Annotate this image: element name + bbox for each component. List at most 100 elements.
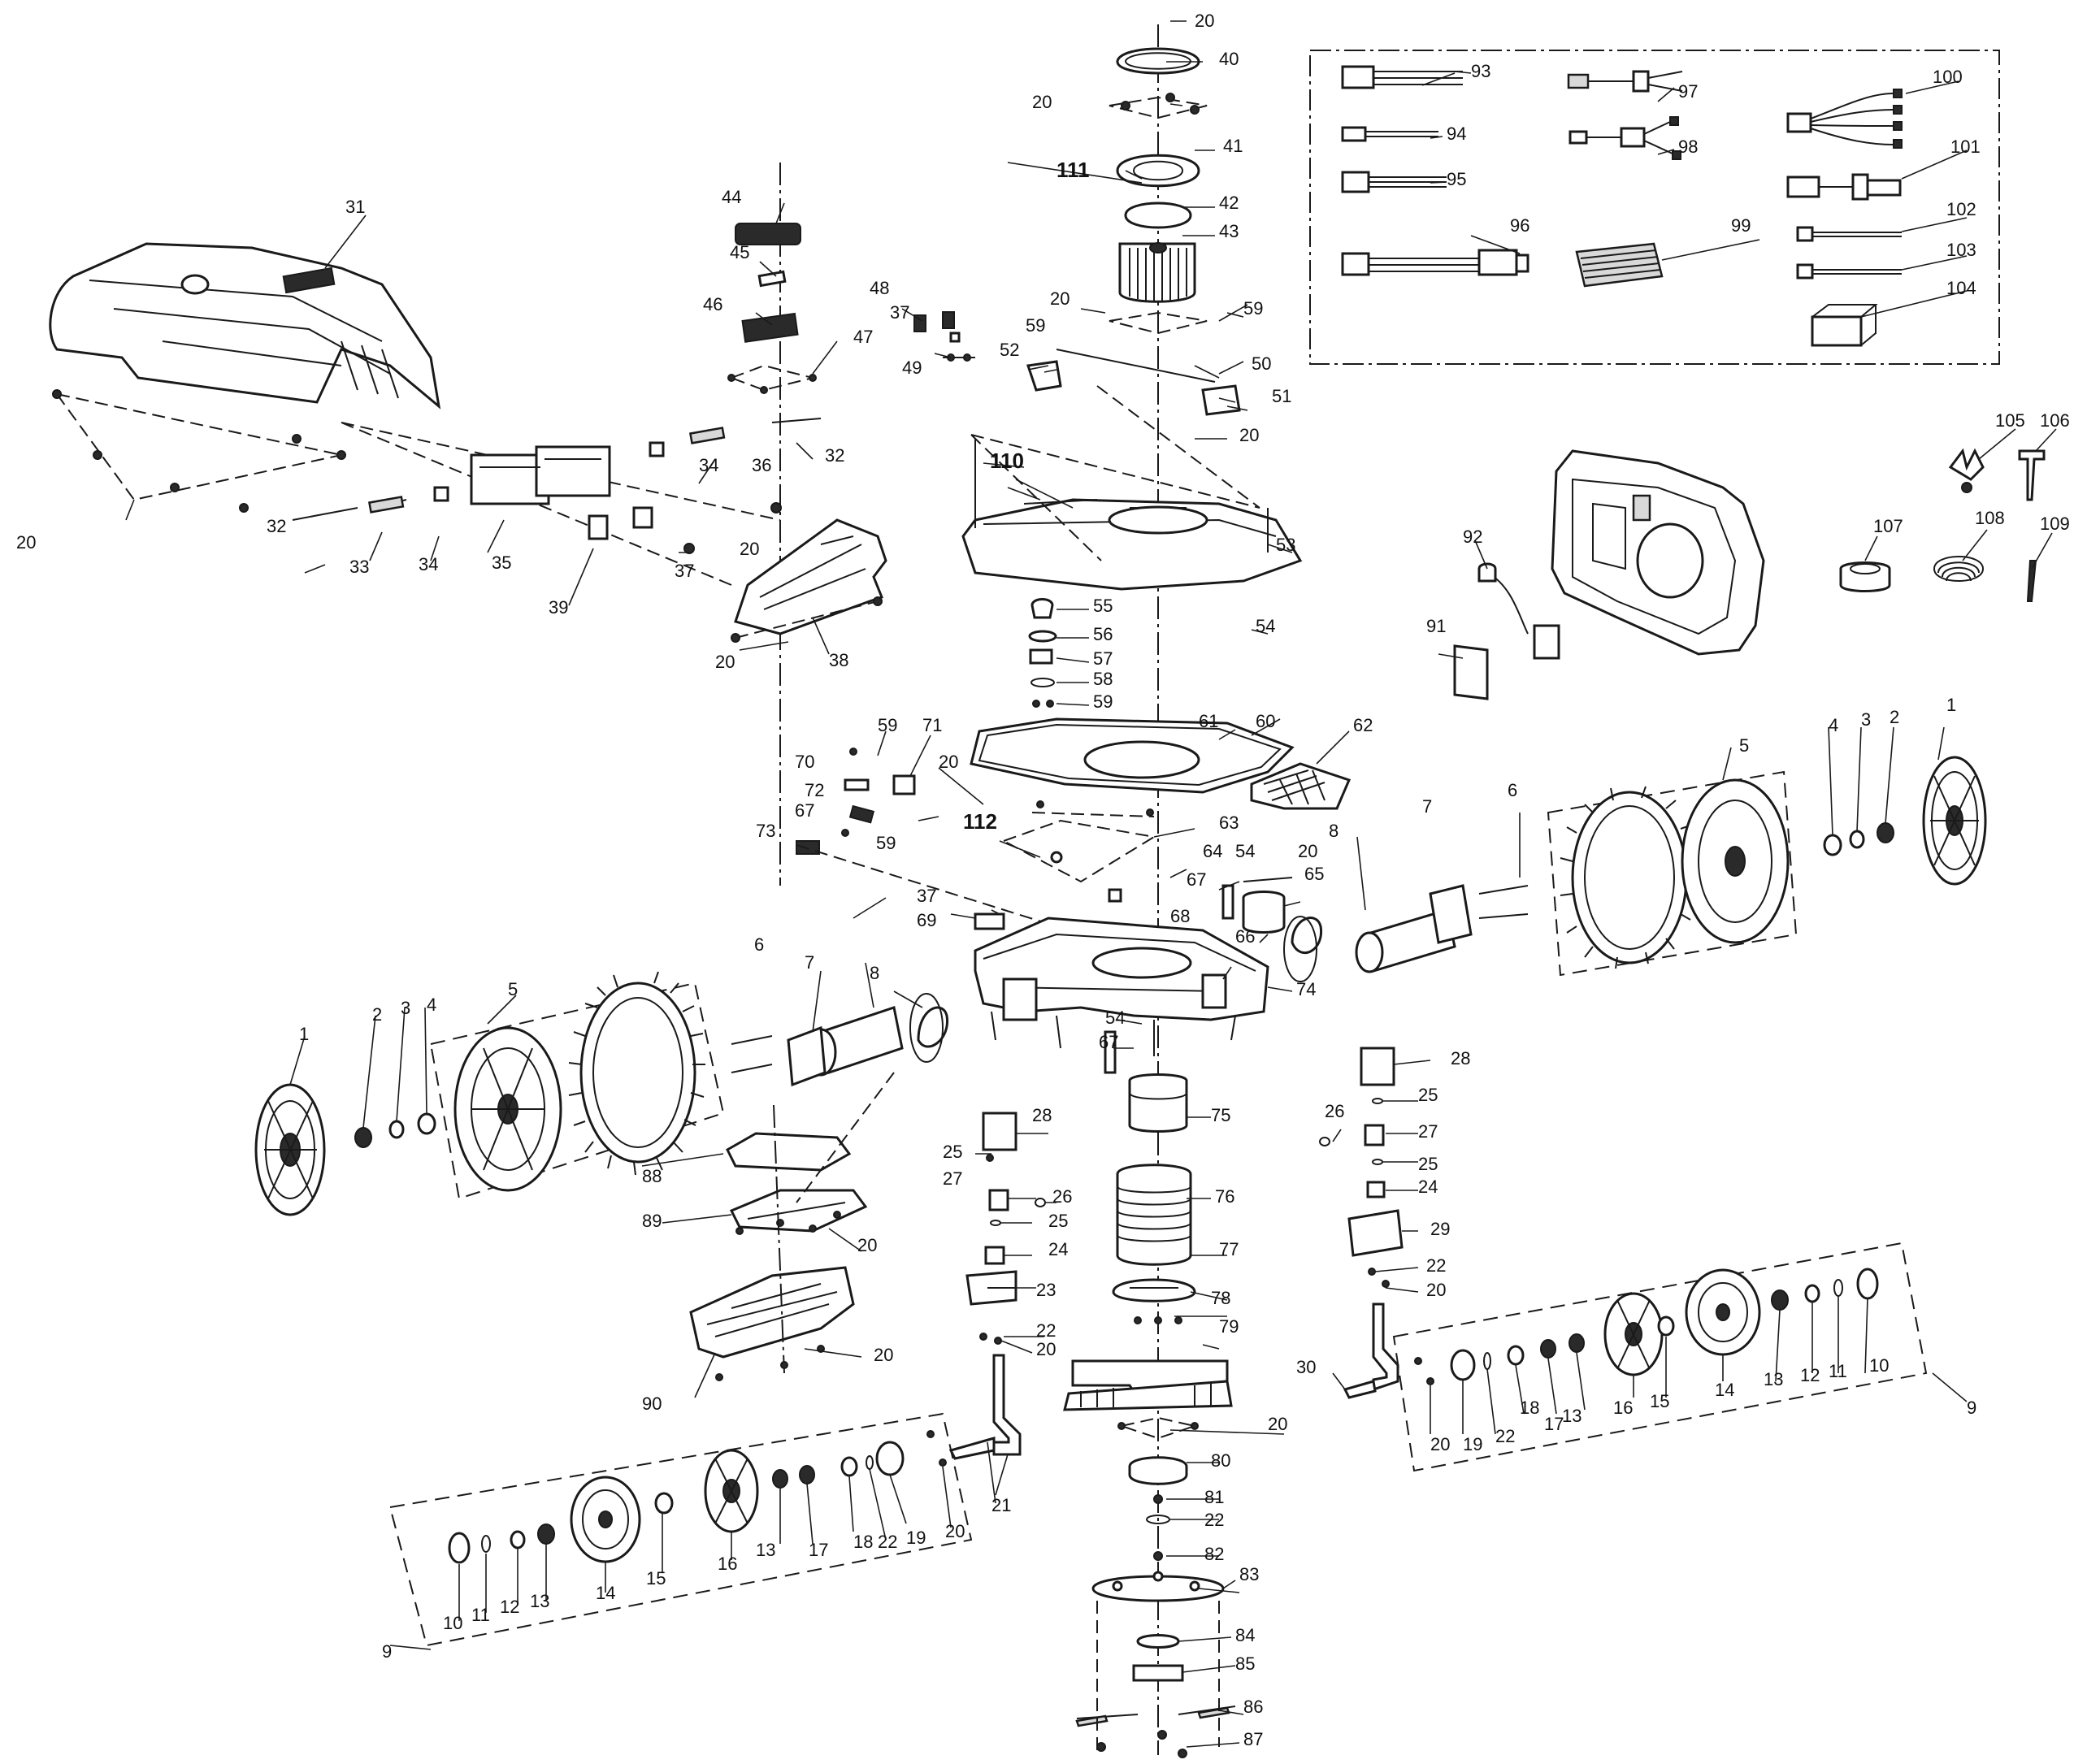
callout-103: 103 — [1946, 240, 1976, 260]
callout-2: 2 — [1890, 707, 1899, 727]
rear-roller-right — [1392, 1242, 1928, 1472]
callout-98: 98 — [1678, 137, 1698, 157]
wheel-right — [1547, 756, 1987, 977]
callout-93: 93 — [1471, 61, 1490, 81]
sensor-cable-98 — [1568, 116, 1681, 160]
callout-15: 15 — [1650, 1391, 1669, 1411]
callout-33: 33 — [349, 557, 369, 577]
callout-80: 80 — [1211, 1450, 1230, 1471]
callout-13: 13 — [756, 1540, 775, 1560]
callout-57: 57 — [1093, 648, 1113, 669]
callout-18: 18 — [1520, 1398, 1539, 1418]
cable-102 — [1796, 226, 1902, 242]
callout-67: 67 — [795, 800, 814, 821]
callout-5: 5 — [1739, 735, 1749, 756]
callout-1: 1 — [299, 1024, 309, 1044]
callout-14: 14 — [596, 1583, 615, 1603]
callout-34: 34 — [699, 455, 718, 475]
callout-111: 111 — [1057, 158, 1090, 182]
callout-43: 43 — [1219, 221, 1239, 241]
callout-20: 20 — [857, 1235, 877, 1255]
callout-54: 54 — [1256, 616, 1275, 636]
mid-washer-stack — [1028, 598, 1057, 708]
callout-37: 37 — [890, 302, 909, 323]
callout-86: 86 — [1243, 1697, 1263, 1717]
callout-37: 37 — [675, 561, 694, 581]
callout-69: 69 — [917, 910, 936, 930]
callout-10: 10 — [1869, 1355, 1889, 1376]
callout-25: 25 — [1418, 1085, 1438, 1105]
callout-95: 95 — [1447, 169, 1466, 189]
callout-67: 67 — [1099, 1032, 1118, 1052]
callout-104: 104 — [1946, 278, 1976, 298]
callout-15: 15 — [646, 1568, 666, 1588]
callout-105: 105 — [1995, 410, 2025, 431]
top-cover-31 — [49, 242, 441, 410]
callout-5: 5 — [508, 979, 518, 999]
callout-9: 9 — [382, 1641, 392, 1662]
callout-26: 26 — [1052, 1186, 1072, 1207]
electronics-housing — [1453, 449, 1765, 700]
drive-motor-left — [731, 1006, 949, 1087]
callout-20: 20 — [740, 539, 759, 559]
callout-19: 19 — [906, 1528, 926, 1548]
callout-25: 25 — [1418, 1154, 1438, 1174]
callout-49: 49 — [902, 358, 922, 378]
callout-20: 20 — [1268, 1414, 1287, 1434]
callout-34: 34 — [419, 554, 438, 574]
callout-20: 20 — [1430, 1434, 1450, 1454]
callout-46: 46 — [703, 294, 722, 314]
callout-47: 47 — [853, 327, 873, 347]
center-axis — [779, 24, 1159, 1755]
callout-54: 54 — [1105, 1008, 1125, 1028]
callout-79: 79 — [1219, 1316, 1239, 1337]
callout-20: 20 — [1195, 11, 1214, 31]
callout-35: 35 — [492, 553, 511, 573]
callout-27: 27 — [943, 1168, 962, 1189]
grid-panel-62 — [1250, 762, 1352, 810]
brackets-70-73 — [796, 748, 1057, 927]
callout-61: 61 — [1199, 711, 1218, 731]
callout-107: 107 — [1873, 516, 1903, 536]
callout-3: 3 — [401, 998, 410, 1018]
rear-roller-left — [388, 1412, 973, 1647]
callout-55: 55 — [1093, 596, 1113, 616]
hardware-105-109 — [1839, 448, 2046, 602]
callout-13: 13 — [1764, 1369, 1783, 1389]
callout-22: 22 — [1426, 1255, 1446, 1276]
control-assembly — [292, 418, 822, 586]
callout-20: 20 — [945, 1521, 965, 1541]
switch-48-49 — [913, 311, 975, 362]
callout-88: 88 — [642, 1166, 662, 1186]
callout-99: 99 — [1731, 215, 1751, 236]
callout-59: 59 — [1243, 298, 1263, 319]
callout-85: 85 — [1235, 1653, 1255, 1674]
callout-8: 8 — [1329, 821, 1339, 841]
blade-motor-stack — [1063, 1073, 1236, 1758]
callout-4: 4 — [427, 995, 436, 1015]
callout-28: 28 — [1032, 1105, 1052, 1125]
callout-59: 59 — [1026, 315, 1045, 336]
callout-74: 74 — [1296, 979, 1316, 999]
callout-38: 38 — [829, 650, 848, 670]
callout-22: 22 — [1036, 1320, 1056, 1341]
callout-41: 41 — [1223, 136, 1243, 156]
callout-29: 29 — [1430, 1219, 1450, 1239]
callout-91: 91 — [1426, 616, 1446, 636]
callout-25: 25 — [943, 1142, 962, 1162]
callout-9: 9 — [1967, 1398, 1976, 1418]
callout-67: 67 — [1187, 869, 1206, 890]
callout-3: 3 — [1861, 709, 1871, 730]
callout-70: 70 — [795, 752, 814, 772]
callout-44: 44 — [722, 187, 741, 207]
main-chassis-74 — [974, 877, 1293, 1074]
chassis-top-53 — [961, 385, 1303, 591]
callout-58: 58 — [1093, 669, 1113, 689]
callout-20: 20 — [16, 532, 36, 553]
callout-64: 64 — [1203, 841, 1222, 861]
gasket-60-61 — [970, 717, 1295, 794]
o-rings-8 — [909, 916, 1317, 1063]
cover-screws-20-left — [52, 389, 346, 513]
callout-42: 42 — [1219, 193, 1239, 213]
callout-53: 53 — [1276, 535, 1295, 555]
